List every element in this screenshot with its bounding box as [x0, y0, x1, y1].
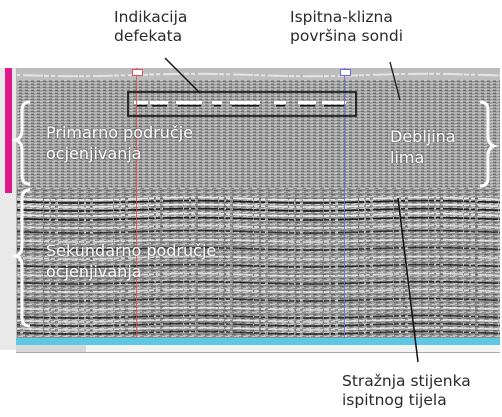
depth-ruler-marker [5, 68, 12, 193]
scan-texture [16, 68, 500, 338]
scan-axis-readout [16, 345, 500, 353]
primary-zone-label: Primarno područje ocjenjivanja [46, 123, 193, 163]
cursor-line-right[interactable] [344, 68, 345, 338]
back-wall-label: Stražnja stijenka ispitnog tijela [342, 372, 471, 409]
ultrasonic-scan-image[interactable] [16, 68, 500, 338]
cursor-handle-left[interactable] [132, 69, 143, 76]
probe-surface-label: Ispitna-klizna površina sondi [290, 8, 404, 45]
axis-readout-box [16, 345, 86, 352]
scan-position-axis[interactable] [16, 338, 500, 345]
depth-ruler [0, 68, 17, 350]
cursor-line-left[interactable] [136, 68, 137, 338]
cursor-handle-right[interactable] [340, 69, 351, 76]
sheet-thickness-label: Debljina lima [390, 127, 456, 167]
defect-indication-label: Indikacija defekata [114, 8, 188, 45]
secondary-zone-label: Sekundarno područje ocjenjivanja [46, 241, 217, 281]
